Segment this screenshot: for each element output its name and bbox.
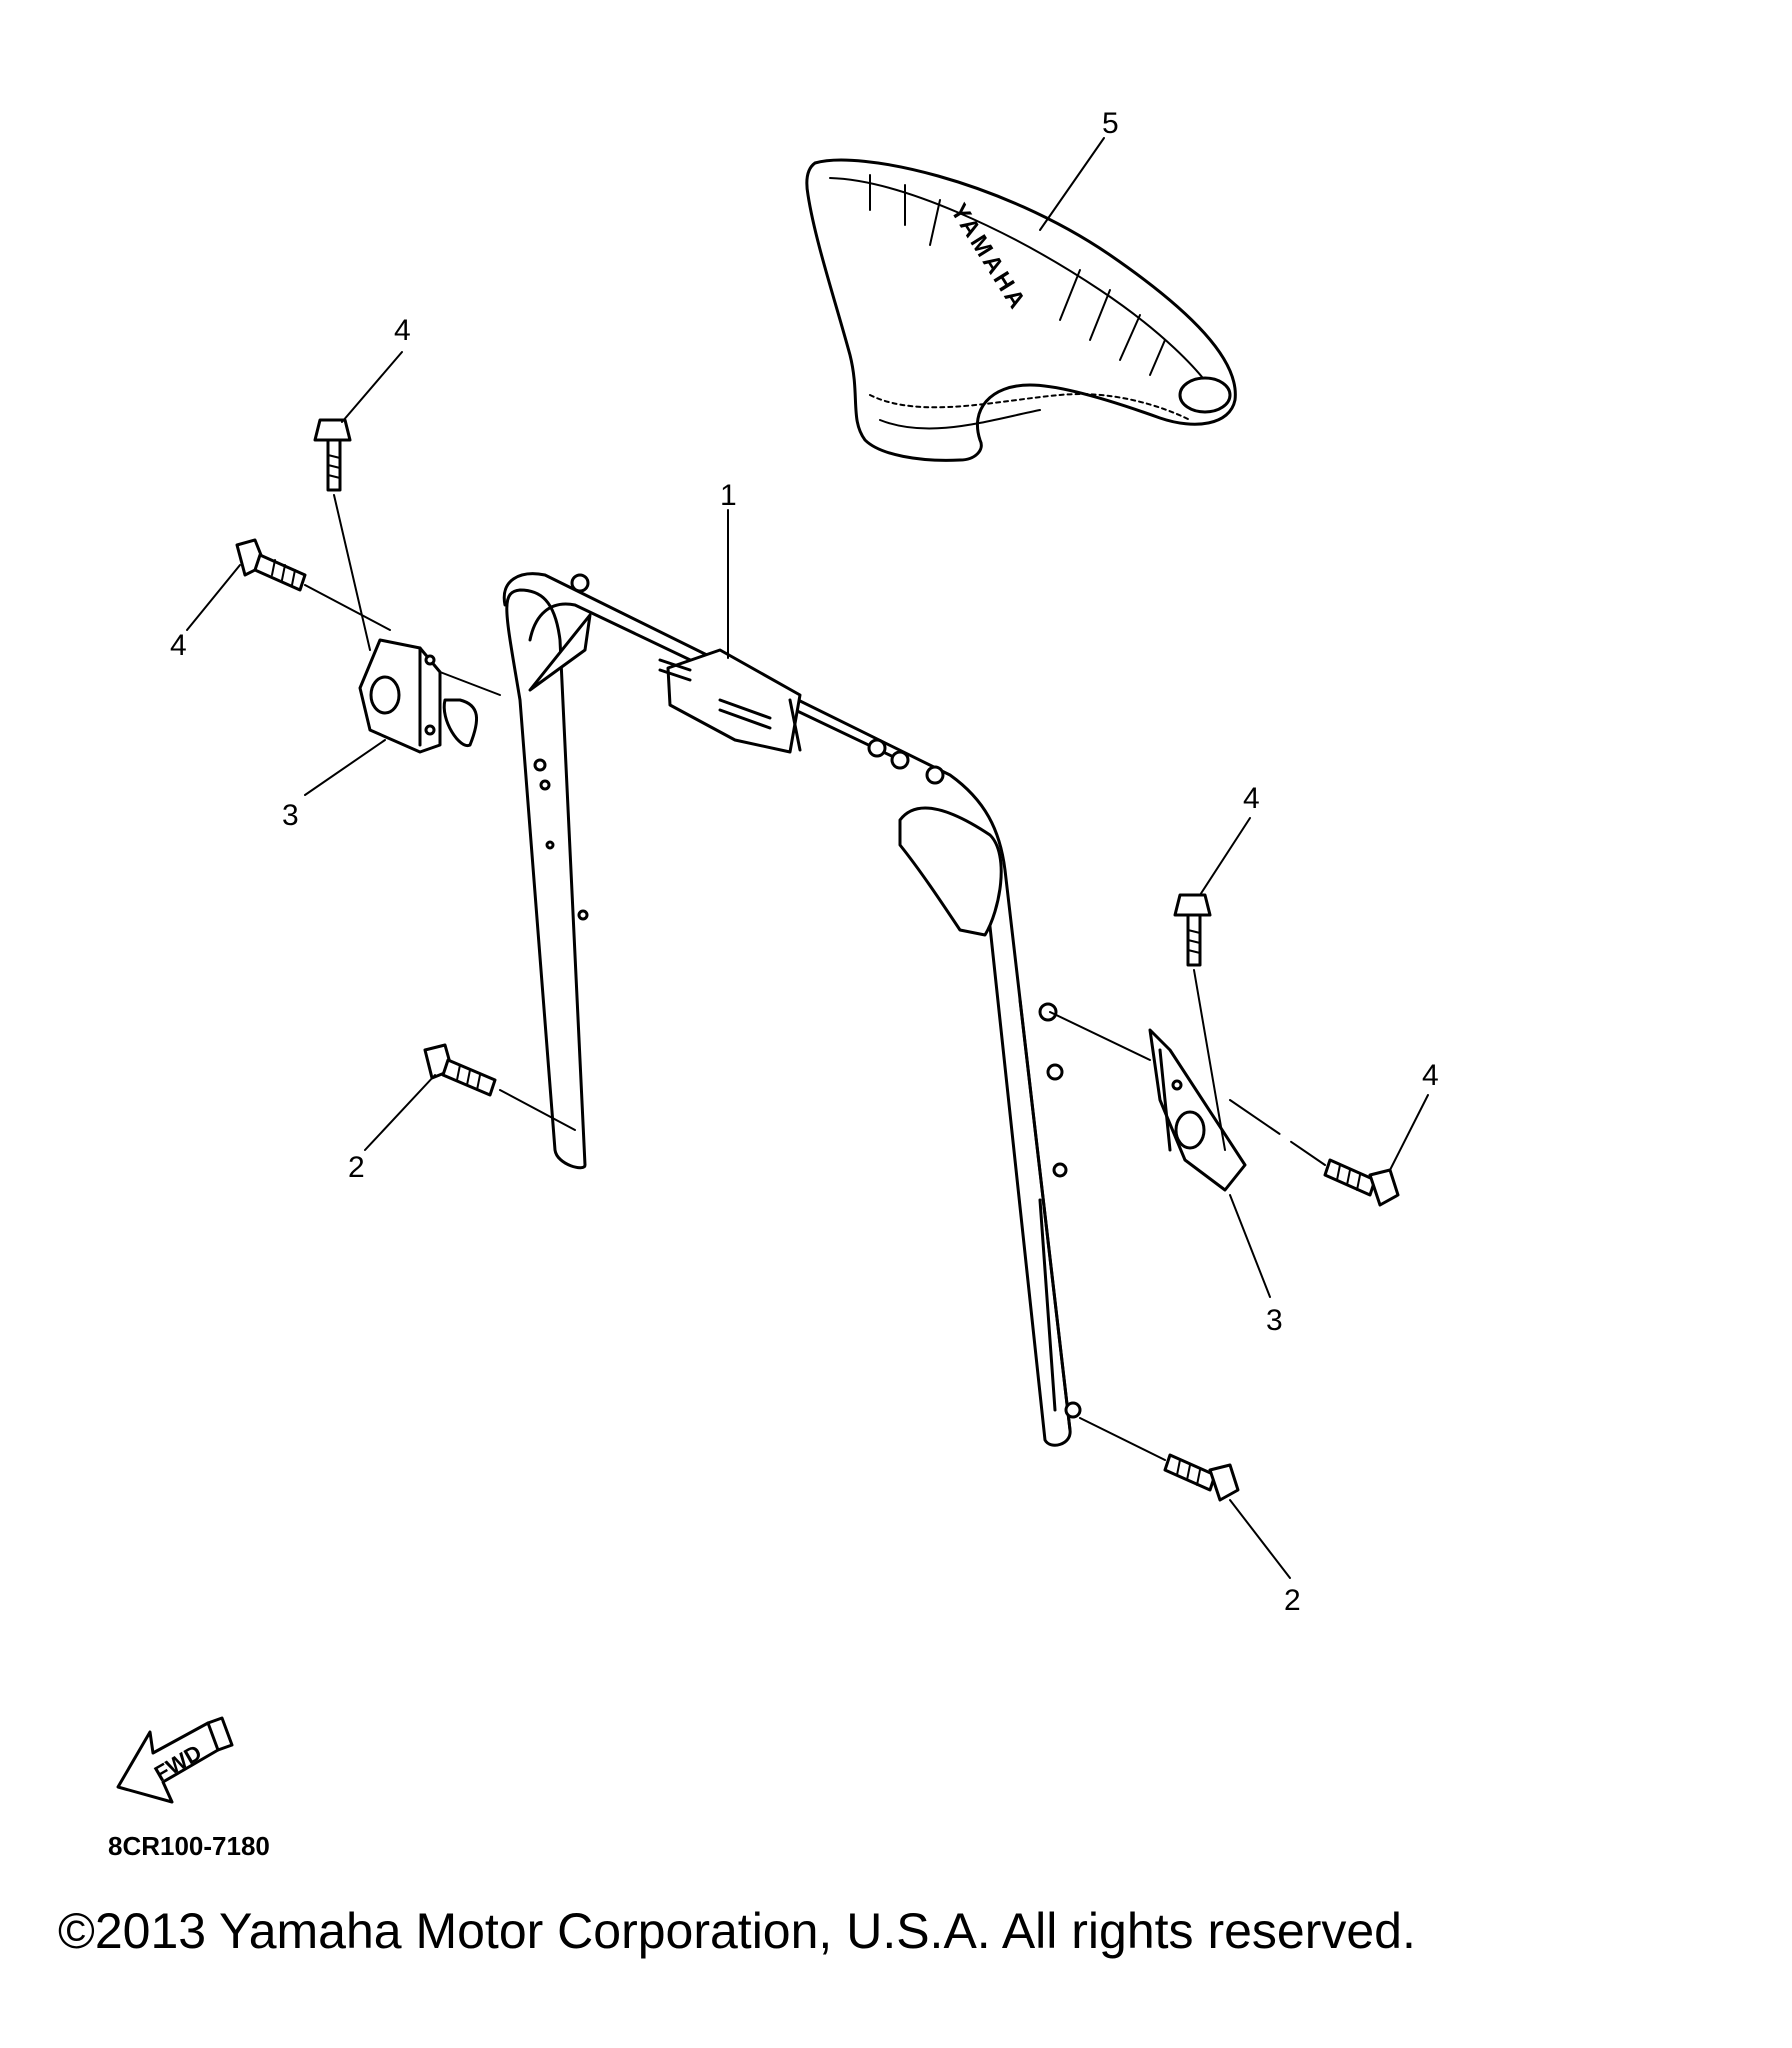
callout-1: 1 bbox=[720, 479, 737, 512]
copyright-notice: ©2013 Yamaha Motor Corporation, U.S.A. A… bbox=[58, 1903, 1416, 1959]
callout-labels: 5 4 1 4 3 4 4 2 3 2 bbox=[170, 107, 1439, 1617]
callout-4-left-side: 4 bbox=[170, 629, 187, 662]
callout-3-left: 3 bbox=[282, 799, 299, 832]
assembly-lines bbox=[304, 494, 1326, 1461]
handle-pole-part-1[interactable] bbox=[442, 572, 1082, 1447]
seat-part-5[interactable]: YAMAHA bbox=[805, 158, 1237, 462]
bolt-part-4-left-top[interactable] bbox=[313, 418, 352, 492]
bolt-part-2-left[interactable] bbox=[423, 1043, 497, 1097]
fwd-arrow-icon: FWD bbox=[116, 1716, 234, 1804]
callout-2-right: 2 bbox=[1284, 1584, 1301, 1617]
callout-4-left-top: 4 bbox=[394, 314, 411, 347]
callout-2-left: 2 bbox=[348, 1151, 365, 1184]
callout-5: 5 bbox=[1102, 107, 1119, 140]
diagram-code: 8CR100-7180 bbox=[108, 1831, 270, 1861]
bolt-part-4-left-side[interactable] bbox=[235, 538, 307, 592]
bolt-part-2-right[interactable] bbox=[1163, 1453, 1240, 1502]
bolt-part-4-right-side[interactable] bbox=[1323, 1158, 1400, 1207]
callout-3-right: 3 bbox=[1266, 1304, 1283, 1337]
callout-4-right-side: 4 bbox=[1422, 1059, 1439, 1092]
bracket-part-3-right[interactable] bbox=[1148, 1028, 1247, 1192]
bracket-part-3-left[interactable] bbox=[358, 638, 442, 754]
callout-4-right-top: 4 bbox=[1243, 782, 1260, 815]
bolt-part-4-right-top[interactable] bbox=[1173, 893, 1212, 967]
leader-lines bbox=[186, 137, 1429, 1579]
